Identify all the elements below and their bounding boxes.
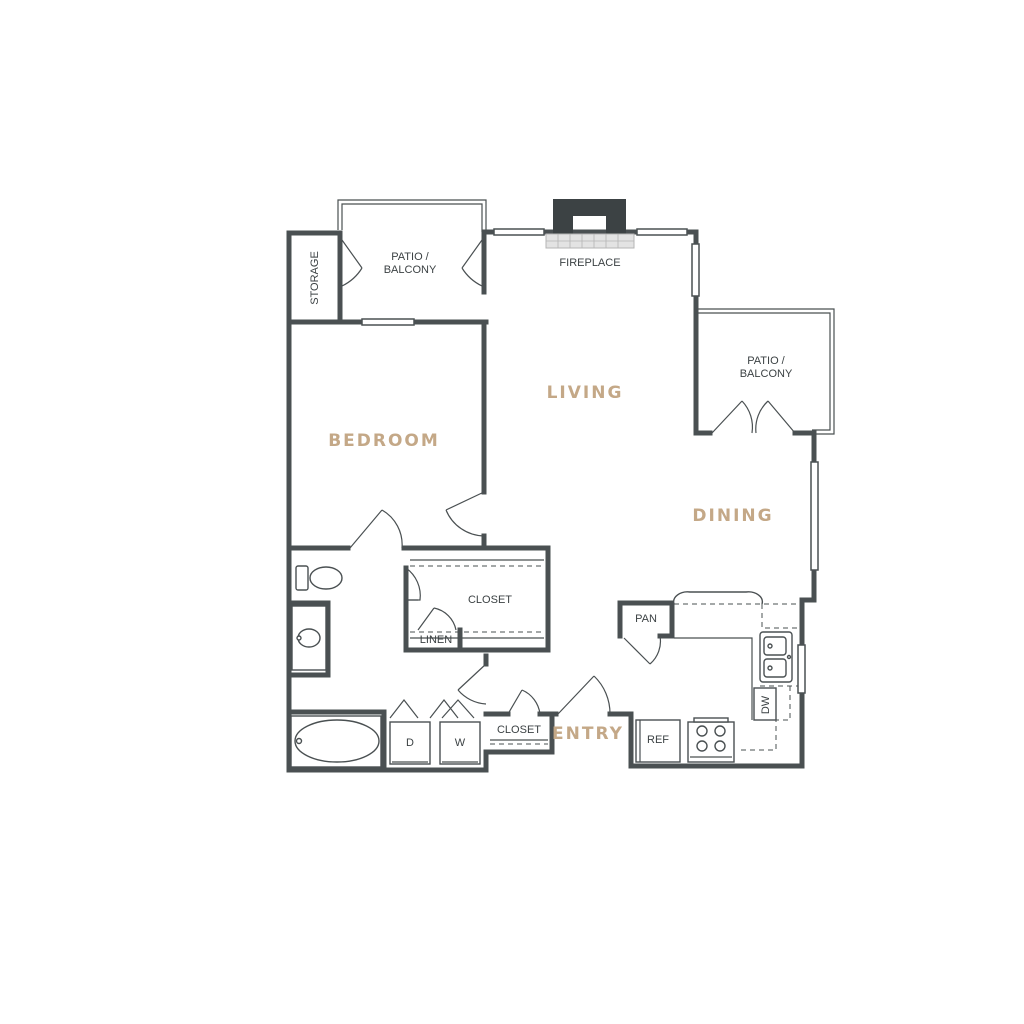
room-label-living: LIVING xyxy=(547,383,624,403)
label-patio-left-line1: PATIO / xyxy=(391,251,429,263)
label-patio-left-line2: BALCONY xyxy=(384,264,437,276)
label-refrigerator: REF xyxy=(647,734,669,746)
label-fireplace: FIREPLACE xyxy=(559,257,620,269)
label-patio-right-line2: BALCONY xyxy=(740,368,793,380)
label-linen: LINEN xyxy=(420,634,452,646)
fireplace-symbol xyxy=(545,199,635,249)
fixtures xyxy=(290,559,798,768)
label-closet-entry: CLOSET xyxy=(497,724,541,736)
room-label-entry: ENTRY xyxy=(552,724,624,744)
label-washer: W xyxy=(455,737,466,749)
walls xyxy=(286,229,817,773)
label-dishwasher: DW xyxy=(760,695,772,714)
room-label-bedroom: BEDROOM xyxy=(328,431,440,451)
label-pantry: PAN xyxy=(635,613,657,625)
label-dryer: D xyxy=(406,737,414,749)
label-closet-bedroom: CLOSET xyxy=(468,594,512,606)
doors xyxy=(341,239,796,719)
room-label-dining: DINING xyxy=(692,506,773,526)
label-storage: STORAGE xyxy=(309,251,321,305)
windows xyxy=(361,228,819,694)
label-patio-right-line1: PATIO / xyxy=(747,355,785,367)
balcony-railings xyxy=(337,199,835,435)
